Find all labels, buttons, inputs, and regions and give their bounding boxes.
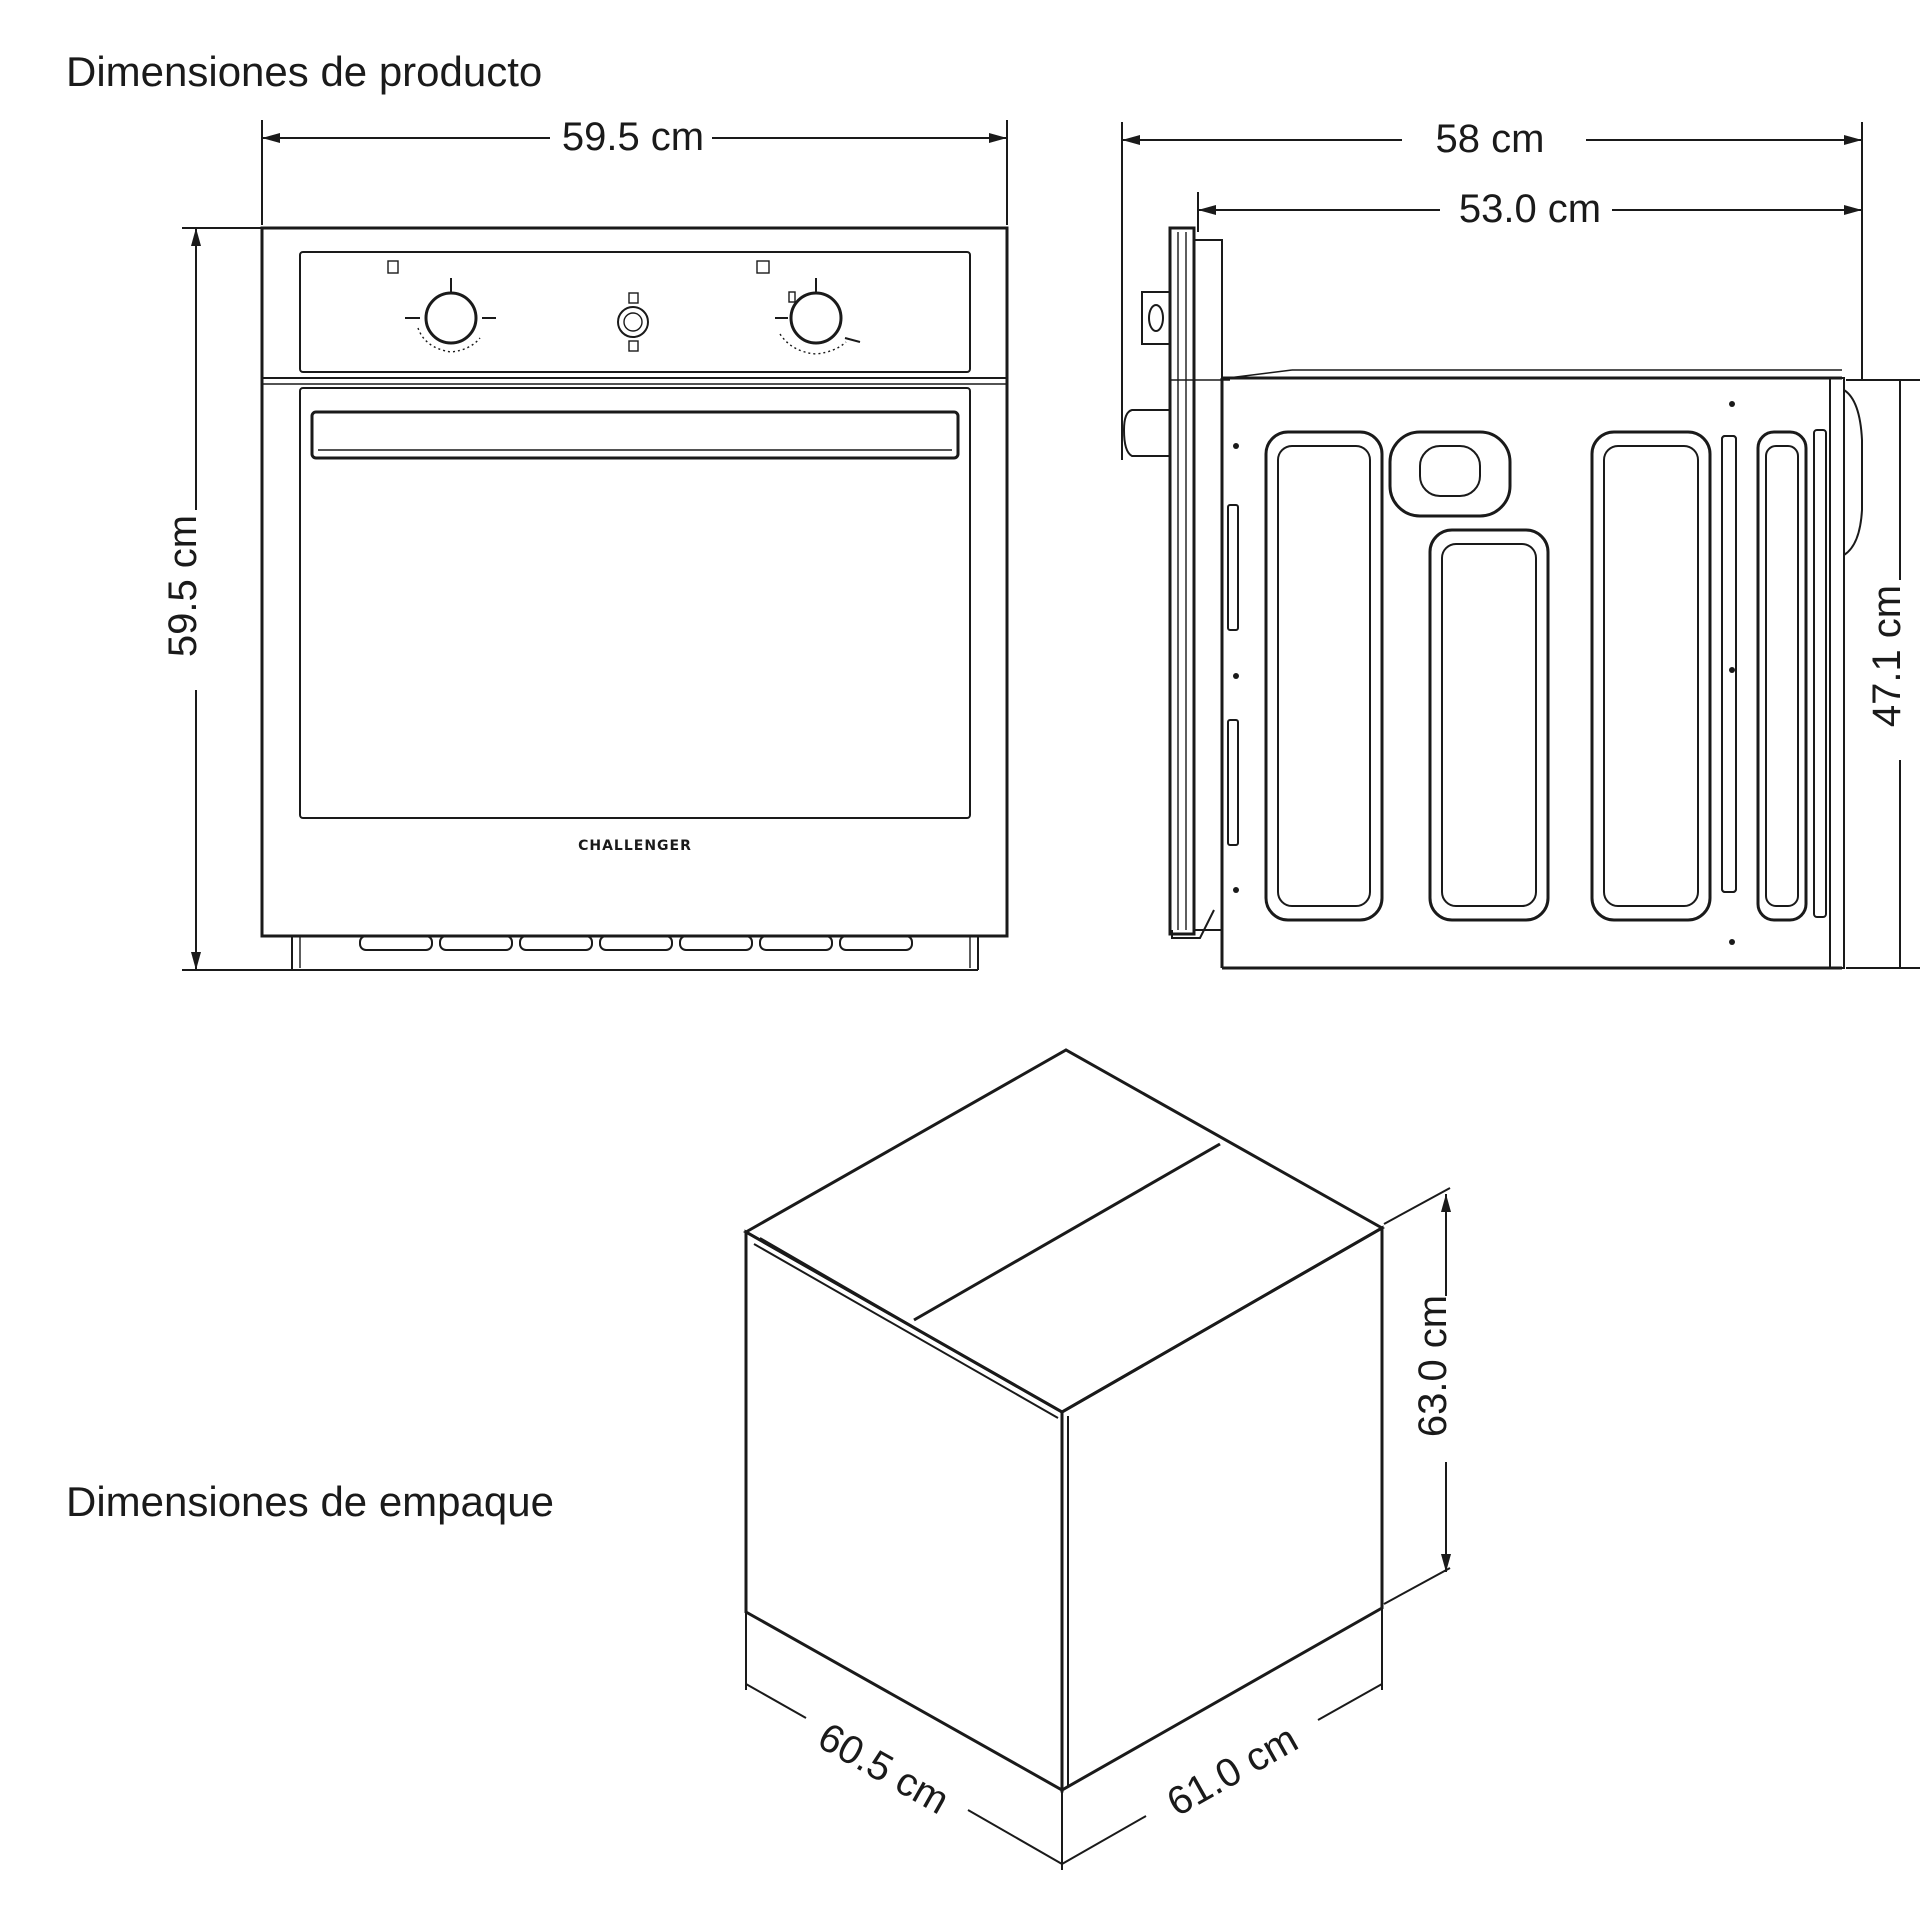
side-body-depth-label: 53.0 cm xyxy=(1459,187,1601,231)
brand-logo: CHALLENGER xyxy=(578,838,692,854)
front-view: 59.5 cm 59.5 cm xyxy=(161,115,1009,971)
door-handle xyxy=(310,410,960,460)
box-right-face xyxy=(1060,1225,1384,1793)
front-panel-profile xyxy=(1122,226,1230,939)
package-depth-label: 60.5 cm xyxy=(811,1715,957,1823)
product-dimensions-title: Dimensiones de producto xyxy=(66,48,542,95)
side-body-depth-dimension: 53.0 cm xyxy=(1197,187,1862,232)
side-height-label: 47.1 cm xyxy=(1865,585,1909,727)
left-knob xyxy=(387,260,496,353)
front-height-dimension: 59.5 cm xyxy=(161,227,296,971)
package-height-dimension: 63.0 cm xyxy=(1383,1187,1455,1605)
side-view: 58 cm 53.0 cm 47.1 cm xyxy=(1121,117,1920,970)
side-overall-depth-label: 58 cm xyxy=(1436,117,1545,161)
package-width-dimension: 61.0 cm xyxy=(1061,1608,1383,1865)
light-indicator xyxy=(617,292,649,352)
package-box xyxy=(742,1048,1386,1793)
front-width-label: 59.5 cm xyxy=(562,115,704,159)
package-width-label: 61.0 cm xyxy=(1160,1717,1306,1825)
package-height-label: 63.0 cm xyxy=(1411,1295,1455,1437)
control-panel xyxy=(299,251,971,373)
box-top-face xyxy=(742,1048,1386,1414)
box-left-face xyxy=(744,1229,1064,1793)
oven-front-body xyxy=(260,226,1009,938)
front-width-dimension: 59.5 cm xyxy=(261,115,1008,225)
right-knob xyxy=(756,260,861,355)
package-depth-dimension: 60.5 cm xyxy=(745,1612,1063,1870)
side-height-dimension: 47.1 cm xyxy=(1846,379,1920,969)
package-dimensions-title: Dimensiones de empaque xyxy=(66,1478,554,1525)
front-height-label: 59.5 cm xyxy=(161,515,205,657)
oven-base xyxy=(291,935,979,971)
side-overall-depth-dimension: 58 cm xyxy=(1121,117,1863,460)
oven-side-body xyxy=(1220,369,1863,970)
oven-door xyxy=(299,387,971,819)
